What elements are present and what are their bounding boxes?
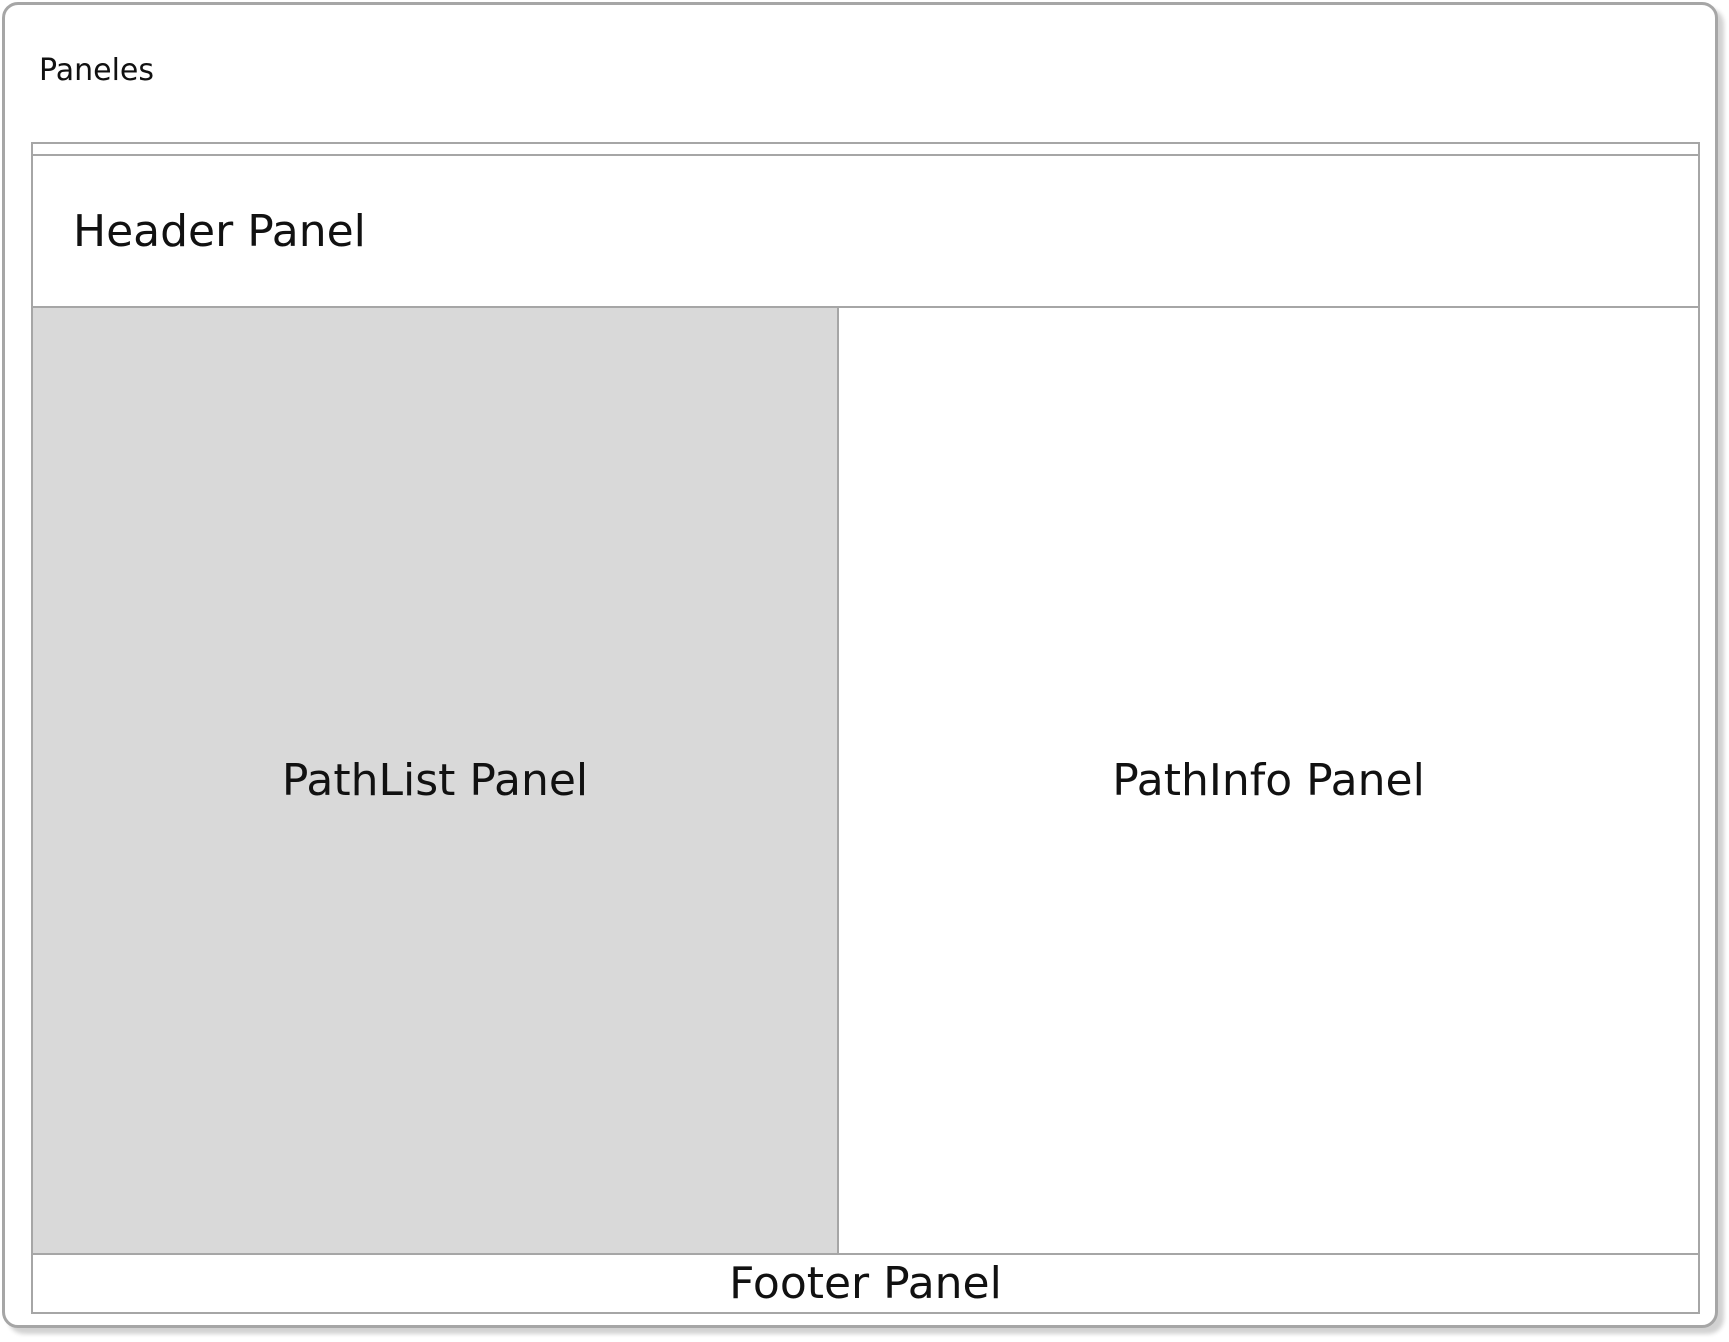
pathlist-panel-label: PathList Panel — [281, 754, 589, 806]
pathinfo-panel: PathInfo Panel — [839, 308, 1698, 1253]
footer-panel-label: Footer Panel — [729, 1257, 1002, 1309]
header-panel: Header Panel — [33, 156, 1698, 308]
layout-frame: Header Panel PathList Panel PathInfo Pan… — [31, 142, 1700, 1314]
pathinfo-panel-label: PathInfo Panel — [1112, 754, 1425, 806]
top-strip — [33, 144, 1698, 156]
pathlist-panel: PathList Panel — [33, 308, 839, 1253]
window-title: Paneles — [39, 53, 155, 88]
header-panel-label: Header Panel — [73, 206, 366, 257]
footer-panel: Footer Panel — [33, 1253, 1698, 1312]
